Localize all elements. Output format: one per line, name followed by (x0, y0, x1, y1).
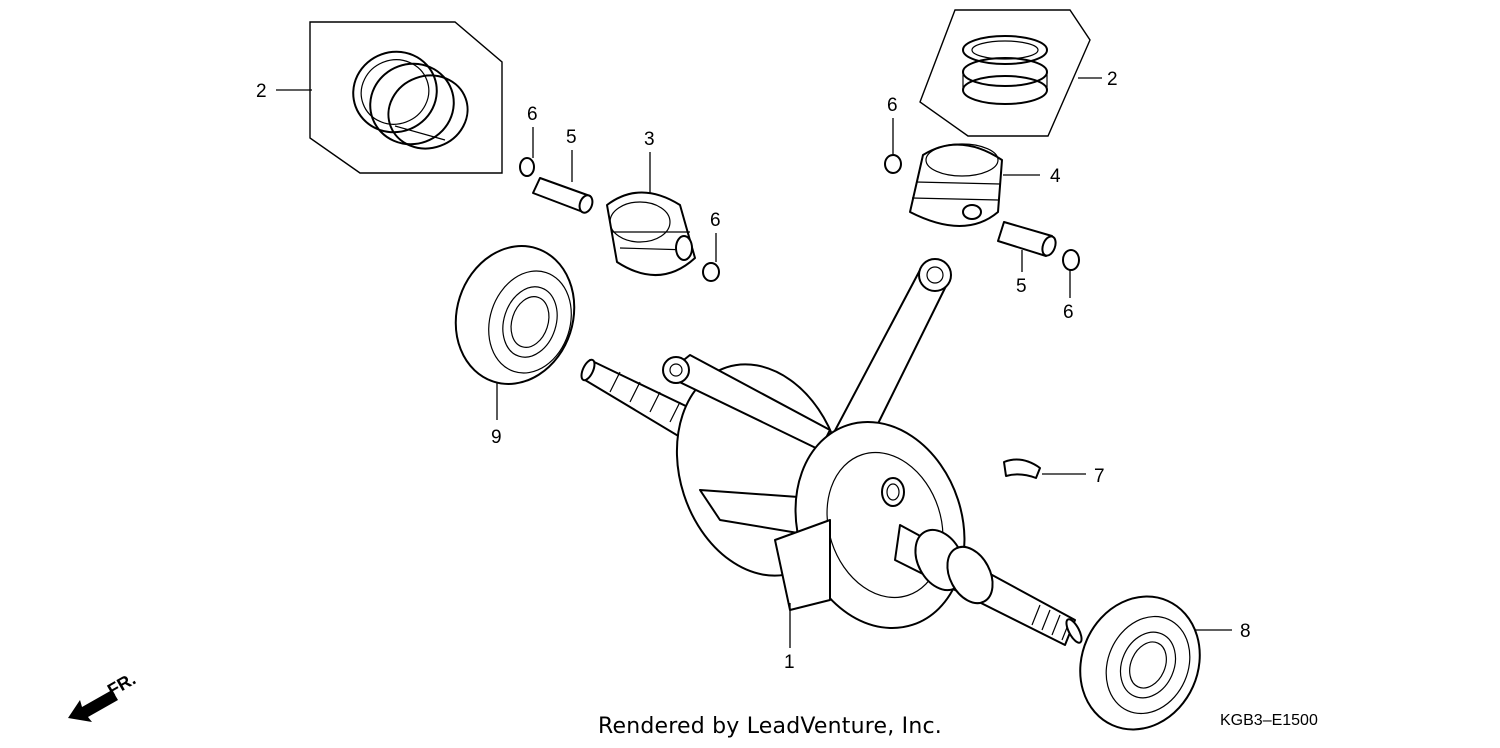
callout-clip-right-top: 6 (887, 95, 898, 116)
piston-ring-set-right[interactable] (919, 9, 1091, 137)
callout-clip-right-bottom: 6 (1063, 302, 1074, 323)
callout-clip-left-mid: 6 (710, 210, 721, 231)
woodruff-key[interactable] (1003, 458, 1041, 479)
piston-pin-right[interactable] (997, 221, 1058, 257)
piston-ring-set-left[interactable] (309, 21, 503, 174)
credit-text: Rendered by LeadVenture, Inc. (598, 714, 942, 739)
radial-ball-bearing-left[interactable] (438, 231, 592, 400)
callout-rings-left: 2 (256, 81, 267, 102)
piston-3[interactable] (606, 191, 696, 276)
front-direction-arrow: FR. (68, 669, 139, 722)
diagram-code: KGB3–E1500 (1220, 712, 1318, 729)
callout-piston-3: 3 (644, 129, 655, 150)
radial-ball-bearing-right[interactable] (1059, 577, 1220, 748)
callout-piston-4: 4 (1050, 166, 1061, 187)
piston-pin-clip-right-top[interactable] (884, 154, 902, 174)
piston-pin-clip-right-bottom[interactable] (1062, 249, 1080, 271)
piston-pin-clip-left-mid[interactable] (702, 262, 720, 282)
piston-4[interactable] (909, 143, 1003, 227)
callout-woodruff-key: 7 (1094, 466, 1105, 487)
callout-pin-left: 5 (566, 127, 577, 148)
callout-crankshaft: 1 (784, 652, 795, 673)
callout-pin-right: 5 (1016, 276, 1027, 297)
callout-clip-left-top: 6 (527, 104, 538, 125)
callout-bearing-left: 9 (491, 427, 502, 448)
callout-rings-right: 2 (1107, 69, 1118, 90)
piston-pin-clip-left-top[interactable] (519, 157, 535, 177)
crankshaft-assembly[interactable] (579, 258, 1085, 650)
piston-pin-left[interactable] (532, 177, 595, 215)
callout-bearing-right: 8 (1240, 621, 1251, 642)
